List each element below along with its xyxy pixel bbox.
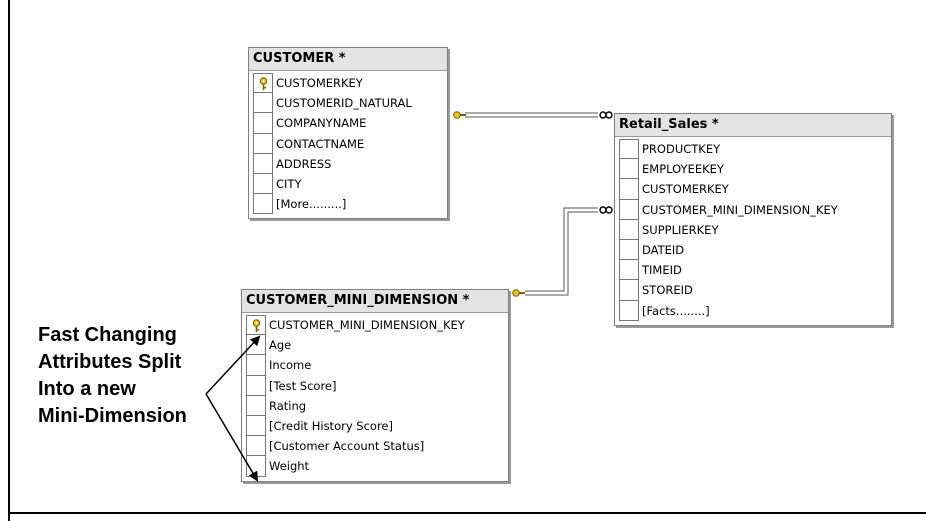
table-title: CUSTOMER *: [249, 48, 447, 71]
row-selector[interactable]: [253, 153, 273, 174]
column-row[interactable]: CUSTOMER_MINI_DIMENSION_KEY: [619, 199, 891, 220]
column-name: CUSTOMERKEY: [276, 76, 363, 91]
table-title: Retail_Sales *: [615, 114, 891, 137]
retail-sales-table[interactable]: Retail_Sales * PRODUCTKEY EMPLOYEEKEY CU…: [614, 113, 892, 326]
column-name: [Facts........]: [642, 303, 710, 318]
column-name: SUPPLIERKEY: [642, 222, 719, 237]
column-row[interactable]: PRODUCTKEY: [619, 139, 891, 160]
column-name: Age: [269, 338, 292, 353]
column-name: PRODUCTKEY: [642, 142, 721, 157]
column-name: CUSTOMER_MINI_DIMENSION_KEY: [642, 202, 838, 217]
row-selector[interactable]: [619, 239, 639, 261]
one-end-key-icon: [512, 289, 525, 297]
arrow-to-weight: [205, 393, 259, 482]
column-row[interactable]: CUSTOMER_MINI_DIMENSION_KEY: [246, 315, 508, 336]
column-row[interactable]: [More.........]: [253, 194, 447, 215]
row-selector[interactable]: [619, 199, 639, 220]
row-selector[interactable]: [253, 73, 273, 94]
annotation-line: Into a new: [38, 378, 136, 400]
row-selector[interactable]: [253, 93, 273, 114]
column-name: CUSTOMERID_NATURAL: [276, 96, 412, 111]
column-row[interactable]: [Customer Account Status]: [246, 436, 508, 457]
row-selector[interactable]: [619, 280, 639, 301]
row-selector[interactable]: [253, 173, 273, 195]
row-selector[interactable]: [246, 375, 266, 396]
row-selector[interactable]: [619, 219, 639, 240]
row-selector[interactable]: [619, 139, 639, 160]
column-row[interactable]: ADDRESS: [253, 153, 447, 174]
column-name: CUSTOMER_MINI_DIMENSION_KEY: [269, 318, 465, 333]
column-row[interactable]: EMPLOYEEKEY: [619, 159, 891, 180]
column-row[interactable]: CUSTOMERKEY: [619, 179, 891, 200]
column-name: STOREID: [642, 283, 693, 298]
annotation-arrows: [205, 335, 261, 482]
column-name: [Test Score]: [269, 378, 337, 393]
customer-mini-dimension-table[interactable]: CUSTOMER_MINI_DIMENSION * CUSTOMER_MINI_…: [241, 289, 509, 482]
row-selector[interactable]: [246, 355, 266, 376]
column-row[interactable]: Rating: [246, 395, 508, 416]
table-title: CUSTOMER_MINI_DIMENSION *: [242, 290, 508, 313]
arrow-to-age: [205, 335, 261, 395]
column-row[interactable]: [Facts........]: [619, 300, 891, 321]
row-selector[interactable]: [253, 113, 273, 134]
column-name: ADDRESS: [276, 156, 332, 171]
column-name: CUSTOMERKEY: [642, 182, 729, 197]
row-selector[interactable]: [619, 300, 639, 321]
annotation-line: Mini-Dimension: [38, 405, 187, 427]
column-row[interactable]: [Test Score]: [246, 375, 508, 396]
column-row[interactable]: CONTACTNAME: [253, 133, 447, 154]
column-row[interactable]: CUSTOMERKEY: [253, 73, 447, 94]
column-row[interactable]: Income: [246, 355, 508, 376]
column-list: PRODUCTKEY EMPLOYEEKEY CUSTOMERKEY CUSTO…: [615, 137, 891, 325]
column-row[interactable]: [Credit History Score]: [246, 415, 508, 437]
column-name: DATEID: [642, 243, 685, 258]
column-name: CITY: [276, 177, 302, 192]
primary-key-icon: [259, 77, 268, 90]
row-selector[interactable]: [619, 159, 639, 180]
primary-key-icon: [252, 319, 261, 332]
annotation-text: Fast Changing Attributes Split Into a ne…: [38, 322, 187, 430]
row-selector[interactable]: [619, 260, 639, 281]
column-name: [Customer Account Status]: [269, 439, 425, 454]
column-name: CONTACTNAME: [276, 136, 365, 151]
frame-bottom-border: [8, 512, 926, 514]
column-row[interactable]: STOREID: [619, 280, 891, 301]
row-selector[interactable]: [619, 179, 639, 200]
many-end-infinity-icon: [599, 206, 613, 214]
row-selector[interactable]: [253, 194, 273, 215]
row-selector[interactable]: [246, 436, 266, 457]
column-name: Income: [269, 358, 312, 373]
annotation-line: Fast Changing: [38, 324, 177, 346]
relationship-line-customer[interactable]: [453, 111, 613, 119]
relationship-line-mini-dimension[interactable]: [512, 206, 613, 297]
column-row[interactable]: SUPPLIERKEY: [619, 219, 891, 240]
column-list: CUSTOMERKEY CUSTOMERID_NATURAL COMPANYNA…: [249, 71, 447, 219]
column-row[interactable]: CUSTOMERID_NATURAL: [253, 93, 447, 114]
column-row[interactable]: TIMEID: [619, 260, 891, 281]
row-selector[interactable]: [253, 133, 273, 154]
many-end-infinity-icon: [599, 111, 613, 119]
row-selector[interactable]: [246, 315, 266, 336]
column-row[interactable]: CITY: [253, 173, 447, 195]
one-end-key-icon: [453, 111, 466, 119]
row-selector[interactable]: [246, 415, 266, 437]
column-name: Rating: [269, 398, 307, 413]
column-name: [Credit History Score]: [269, 419, 393, 434]
column-row[interactable]: COMPANYNAME: [253, 113, 447, 134]
column-name: [More.........]: [276, 197, 347, 212]
row-selector[interactable]: [246, 395, 266, 416]
frame-left-border: [8, 0, 10, 521]
column-name: COMPANYNAME: [276, 116, 367, 131]
column-name: TIMEID: [642, 263, 682, 278]
customer-table[interactable]: CUSTOMER * CUSTOMERKEY CUSTOMERID_NATURA…: [248, 47, 448, 220]
column-row[interactable]: DATEID: [619, 239, 891, 261]
column-name: Weight: [269, 459, 310, 474]
column-name: EMPLOYEEKEY: [642, 162, 724, 177]
annotation-line: Attributes Split: [38, 351, 182, 373]
